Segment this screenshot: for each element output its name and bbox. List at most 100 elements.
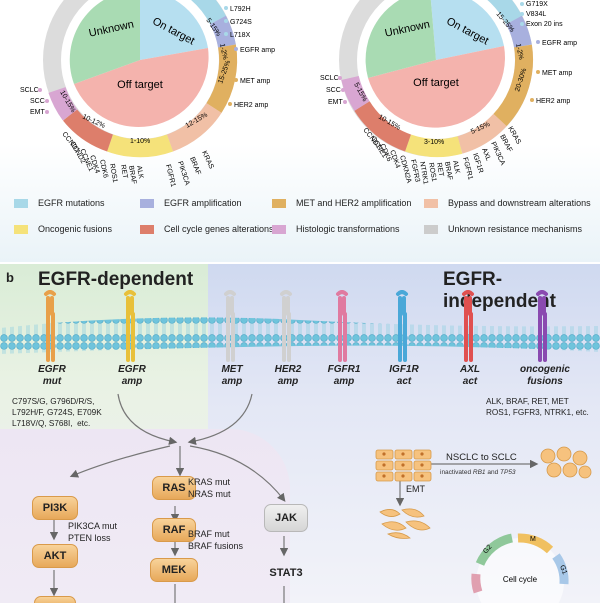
lipid-bilayer <box>0 317 600 354</box>
segment-label: 3-10% <box>424 139 444 146</box>
ring-segment-cell-cycle <box>354 101 412 152</box>
nsclc-cells <box>375 449 432 482</box>
outer-label: G724S <box>230 19 252 26</box>
segment-label: 1-2% <box>218 43 228 60</box>
outer-label: SCC <box>30 98 45 105</box>
receptor-axl-act <box>462 290 474 362</box>
outer-label: EGFR amp <box>240 47 275 54</box>
outer-label: V834L <box>526 11 546 18</box>
outer-label: G719X <box>526 1 548 8</box>
outer-label: FGFR1 <box>461 157 474 181</box>
outer-label: ALK <box>451 160 461 175</box>
outer-label: MET amp <box>542 70 572 77</box>
outer-label: EGFR amp <box>542 40 577 47</box>
ring-segment-histologic <box>341 75 370 111</box>
ring-segment-bypass <box>166 102 222 152</box>
outer-label: L792H <box>230 6 251 13</box>
pie-off-target <box>74 48 209 127</box>
left-title: EGFR-dependent <box>38 269 194 290</box>
outer-label: HER2 amp <box>234 102 268 109</box>
outer-label: RET <box>435 162 444 178</box>
fusion-list: ALK, BRAF, RET, MET ROS1, FGFR3, NTRK1, … <box>486 397 589 417</box>
pathway-arrows <box>49 393 539 603</box>
outer-label: FGFR1 <box>164 164 176 188</box>
phase-g1-label: G1 <box>558 564 568 575</box>
pie-unknown <box>365 0 436 78</box>
outer-label: HER2 amp <box>536 98 570 105</box>
outer-label: BRAF <box>127 165 137 185</box>
note-ras: KRAS mut NRAS mut <box>188 477 231 499</box>
donut-left: Unknown On target Off target 5-15% 1-2% … <box>20 0 275 188</box>
panel-a: Unknown On target Off target 5-15% 1-2% … <box>0 0 600 262</box>
node-mtor <box>34 596 76 603</box>
legend-swatch <box>424 224 438 234</box>
legend-item: Oncogenic fusions <box>14 224 112 234</box>
ring-segment-histologic <box>48 86 78 121</box>
phase-arc-g2 <box>475 533 514 566</box>
ring-segment-bypass <box>457 113 507 154</box>
pie-label-off-target: Off target <box>413 77 459 89</box>
egfr-mutation-list: C797S/G, G796D/R/S, L792H/F, G724S, E709… <box>12 397 102 428</box>
legend-swatch <box>14 198 28 208</box>
legend-item: EGFR mutations <box>14 198 105 208</box>
pie-on-target <box>140 0 208 60</box>
node-ras: RAS <box>152 476 196 500</box>
node-pi3k: PI3K <box>32 496 78 520</box>
node-mek: MEK <box>150 558 198 582</box>
node-jak: JAK <box>264 504 308 532</box>
outer-label: ROS1 <box>427 162 437 182</box>
ring-segment-fusions <box>106 134 174 158</box>
note-raf: BRAF mut BRAF fusions <box>188 529 244 551</box>
pie-on-target <box>430 0 504 60</box>
phase-g2-label: G2 <box>482 544 493 556</box>
phase-arc-s <box>471 573 483 594</box>
outer-label: SCLC <box>320 75 339 82</box>
note-pi3k: PIK3CA mut PTEN loss <box>68 521 118 543</box>
outer-label: BRAF <box>443 161 453 181</box>
legend-item: Bypass and downstream alterations <box>424 198 591 208</box>
outer-label: MET amp <box>240 78 270 85</box>
outer-label: ROS1 <box>108 163 118 183</box>
ring-segment-egfr-amp <box>505 15 532 48</box>
outer-label: EMT <box>30 109 46 116</box>
outer-label: SCLC <box>20 87 39 94</box>
ring-segment-egfr-amp <box>209 15 236 48</box>
phase-m-label: M <box>530 536 536 543</box>
outer-label: IGF1R <box>471 152 484 174</box>
segment-label: 1-10% <box>130 138 150 145</box>
emt-cells <box>379 508 431 539</box>
ring-segment-egfr-mutations <box>190 0 227 25</box>
cell-cycle-label: Cell cycle <box>503 575 538 584</box>
legend-swatch <box>140 224 154 234</box>
legend-item: MET and HER2 amplification <box>272 198 411 208</box>
outer-label: L718X <box>230 32 251 39</box>
receptor-met-amp <box>224 290 236 362</box>
outer-label: CDK6 <box>98 159 109 179</box>
pie-label-off-target: Off target <box>117 79 163 91</box>
legend-item: Unknown resistance mechanisms <box>424 224 582 234</box>
ring-segment-cell-cycle <box>62 109 114 152</box>
cell-cycle-diagram: Cell cycle G2 M G1 <box>471 533 569 603</box>
legend-swatch <box>272 224 286 234</box>
legend-item: EGFR amplification <box>140 198 242 208</box>
ring-segment-met-her2 <box>206 44 238 113</box>
panel-b: b EGFR-dependent EGFR-independent <box>0 264 600 603</box>
ring-segment-fusions <box>405 134 463 157</box>
outer-label: BRAF <box>188 156 201 176</box>
node-stat3: STAT3 <box>269 567 303 579</box>
pie-unknown <box>69 0 140 84</box>
pie-off-target <box>368 46 505 128</box>
outer-label: AXL <box>480 147 491 162</box>
receptor-her2-amp <box>280 290 292 362</box>
outer-label: Exon 20 ins <box>526 21 563 28</box>
receptor-igf1r-act <box>396 290 408 362</box>
legend-item: Cell cycle genes alterations <box>140 224 274 234</box>
outer-label: PIK3CA <box>176 160 190 186</box>
